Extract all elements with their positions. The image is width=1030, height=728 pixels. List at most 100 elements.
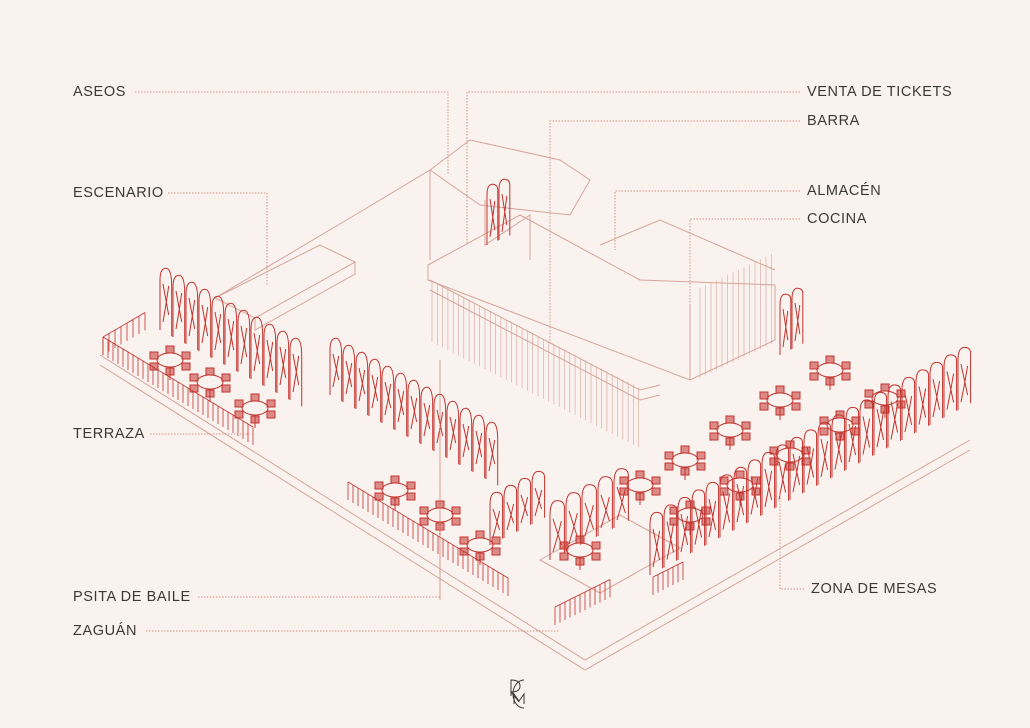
arched-screen (198, 288, 212, 358)
chair (880, 383, 890, 392)
chair (221, 384, 231, 393)
screen-pattern (764, 468, 773, 508)
chair (149, 362, 159, 371)
screen-pattern (201, 304, 209, 344)
screen-pattern (227, 318, 235, 358)
chair (419, 506, 429, 515)
chair (664, 451, 674, 460)
arched-screen (803, 429, 818, 493)
arched-screen (489, 491, 504, 545)
arched-screen (845, 406, 860, 470)
chair (696, 451, 706, 460)
arched-screen (211, 295, 225, 365)
chair (680, 445, 690, 454)
chair (791, 391, 801, 400)
arched-screen (342, 344, 356, 409)
chair (759, 402, 769, 411)
rail-top (554, 579, 611, 608)
logo (509, 679, 525, 709)
screen-pattern (188, 297, 196, 337)
chair (559, 552, 569, 561)
arched-screen (747, 459, 762, 523)
chair (591, 552, 601, 561)
screen-pattern (932, 378, 941, 418)
screen-pattern (778, 461, 787, 500)
chair (719, 476, 729, 485)
label-venta-tickets: VENTA DE TICKETS (807, 84, 953, 100)
chair (669, 506, 679, 515)
screen-pattern (520, 494, 529, 524)
chair (741, 432, 751, 441)
arched-screen (420, 386, 434, 451)
screen-pattern (462, 423, 470, 458)
chair (896, 400, 906, 409)
arched-screen (355, 351, 369, 416)
screen-pattern (722, 491, 731, 530)
rail-top (102, 312, 146, 338)
chair (451, 517, 461, 526)
arched-screen (733, 466, 748, 530)
chair (851, 427, 861, 436)
chair (619, 476, 629, 485)
chair (819, 416, 829, 425)
screen-pattern (371, 374, 379, 409)
chair (651, 476, 661, 485)
screen-pattern (410, 395, 418, 430)
arched-screen (705, 481, 720, 545)
arched-screen (263, 323, 277, 393)
arched-screen (446, 400, 460, 465)
chair (809, 372, 819, 381)
chair (406, 492, 416, 501)
chair (181, 351, 191, 360)
chair (266, 399, 276, 408)
label-zona-mesas: ZONA DE MESAS (811, 581, 938, 597)
screen-pattern (666, 521, 675, 560)
chair (651, 487, 661, 496)
arched-screen (597, 476, 613, 536)
label-zaguan: ZAGUÁN (73, 623, 138, 639)
arched-screen (531, 470, 546, 524)
chair (669, 517, 679, 526)
screen-pattern (552, 518, 562, 553)
chair (374, 492, 384, 501)
arched-screen (368, 358, 382, 423)
chair (864, 400, 874, 409)
chair (864, 389, 874, 398)
screen-pattern (423, 402, 431, 437)
arched-screen (581, 484, 597, 544)
chair (841, 361, 851, 370)
screen-pattern (506, 501, 515, 531)
chair (451, 506, 461, 515)
chair (374, 481, 384, 490)
arched-screen (549, 500, 565, 560)
table (566, 542, 594, 558)
table (766, 392, 794, 408)
chair (205, 367, 215, 376)
chair (769, 446, 779, 455)
chair (491, 536, 501, 545)
chair (835, 410, 845, 419)
screen-pattern (240, 325, 248, 365)
screen-pattern (475, 430, 483, 465)
arched-screen (761, 451, 776, 515)
screen-pattern (279, 346, 287, 386)
table (671, 452, 699, 468)
chair (725, 415, 735, 424)
chair (791, 402, 801, 411)
screen-pattern (946, 371, 955, 410)
arched-screen (381, 365, 395, 430)
chair (759, 391, 769, 400)
screen-pattern (162, 283, 170, 323)
screen-pattern (680, 513, 689, 553)
chair (825, 355, 835, 364)
arched-screen (486, 183, 499, 245)
screen-pattern (794, 302, 801, 342)
table (626, 477, 654, 493)
screen-pattern (904, 393, 913, 433)
arched-screen (485, 421, 499, 486)
leader-lines (135, 91, 804, 632)
screen-pattern (332, 353, 340, 388)
chair (741, 421, 751, 430)
